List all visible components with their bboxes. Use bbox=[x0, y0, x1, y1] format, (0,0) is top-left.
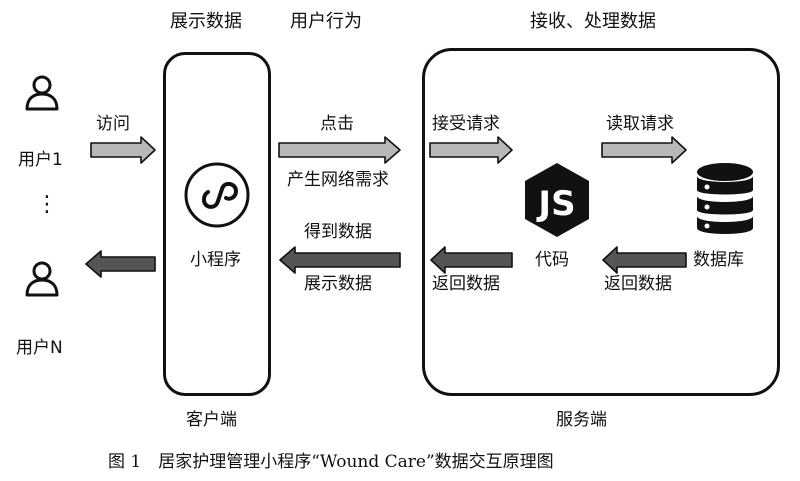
click-label: 点击 bbox=[320, 114, 354, 134]
receive-request-label: 接受请求 bbox=[432, 114, 500, 134]
header-user-behavior: 用户行为 bbox=[290, 11, 362, 32]
svg-text:JS: JS bbox=[536, 184, 575, 224]
users-ellipsis: ⋮ bbox=[36, 192, 58, 217]
read-request-label: 读取请求 bbox=[606, 114, 674, 134]
header-receive-process: 接收、处理数据 bbox=[530, 11, 656, 32]
database-label: 数据库 bbox=[693, 250, 744, 270]
mini-program-label: 小程序 bbox=[190, 250, 241, 270]
show-data-label: 展示数据 bbox=[304, 274, 372, 294]
user1-label: 用户1 bbox=[18, 150, 63, 170]
arrow-receive-request bbox=[429, 136, 513, 164]
network-request-label: 产生网络需求 bbox=[287, 170, 389, 190]
header-display-data: 展示数据 bbox=[170, 11, 242, 32]
code-label: 代码 bbox=[535, 250, 569, 270]
return-data-db-label: 返回数据 bbox=[604, 274, 672, 294]
database-icon bbox=[697, 163, 753, 234]
arrow-return-data-db bbox=[602, 246, 687, 274]
arrow-to-users bbox=[85, 250, 156, 278]
arrow-get-data bbox=[279, 246, 401, 274]
arrow-visit bbox=[90, 136, 156, 164]
figure-caption: 图 1 居家护理管理小程序“Wound Care”数据交互原理图 bbox=[108, 452, 554, 472]
server-box bbox=[422, 48, 780, 396]
userN-label: 用户N bbox=[16, 338, 63, 358]
arrow-return-data-code bbox=[430, 246, 513, 274]
visit-label: 访问 bbox=[96, 114, 130, 134]
client-box bbox=[163, 52, 271, 396]
person-icon bbox=[25, 75, 59, 111]
get-data-label: 得到数据 bbox=[304, 222, 372, 242]
mini-program-logo-icon bbox=[184, 162, 250, 228]
server-footer: 服务端 bbox=[556, 410, 607, 430]
nodejs-logo-icon: JS bbox=[525, 163, 589, 237]
arrow-click bbox=[278, 136, 401, 164]
client-footer: 客户端 bbox=[186, 410, 237, 430]
arrow-read-request bbox=[601, 136, 687, 164]
return-data-code-label: 返回数据 bbox=[432, 274, 500, 294]
person-icon bbox=[25, 261, 59, 297]
